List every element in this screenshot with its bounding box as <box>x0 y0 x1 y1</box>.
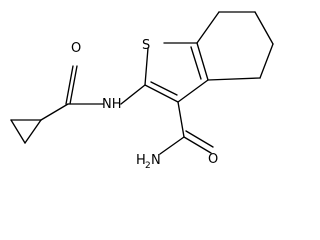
carboxamide-n-bond <box>159 136 185 155</box>
right-carbonyl-double-bond-b <box>185 130 214 148</box>
amide-nh-atom-label: NH <box>102 97 122 112</box>
thiophene-c2-s-bond <box>144 47 149 86</box>
thiophene-c7a-c3a-double-a <box>196 42 209 81</box>
cyclohexane-bond-5 <box>207 77 261 81</box>
left-carbonyl-double-bond-a <box>65 65 74 105</box>
left-oxygen-atom-label: O <box>71 41 81 56</box>
cyclopropyl-bond-2 <box>24 119 42 144</box>
right-oxygen-atom-label: O <box>208 152 218 167</box>
cyclopropyl-carbonyl-bond <box>40 103 69 121</box>
thiophene-c3a-c3-bond <box>177 79 209 103</box>
c3-carboxamide-bond <box>177 101 185 138</box>
amine-subscript-label: 2 <box>145 161 151 171</box>
cyclopropyl-bond-1 <box>10 119 26 144</box>
right-carbonyl-double-bond-a <box>183 136 212 154</box>
thiophene-c3-c2-double-b <box>150 81 178 96</box>
left-carbonyl-double-bond-b <box>69 65 78 105</box>
sulfur-atom-label: S <box>142 38 150 53</box>
amine-hydrogen-label: H <box>136 153 146 168</box>
cyclohexane-bond-1 <box>196 11 220 44</box>
molecule-diagram: S O NH O H 2 N <box>10 11 274 171</box>
chemical-structure-canvas: S O NH O H 2 N <box>10 11 274 171</box>
amine-nitrogen-label: N <box>151 153 161 168</box>
nh-thiophene-bond <box>120 84 146 105</box>
thiophene-c3-c2-double-a <box>144 84 179 103</box>
cyclohexane-bond-3 <box>254 11 274 45</box>
thiophene-c7a-c3a-double-b <box>190 46 202 80</box>
cyclohexane-bond-4 <box>259 43 274 79</box>
